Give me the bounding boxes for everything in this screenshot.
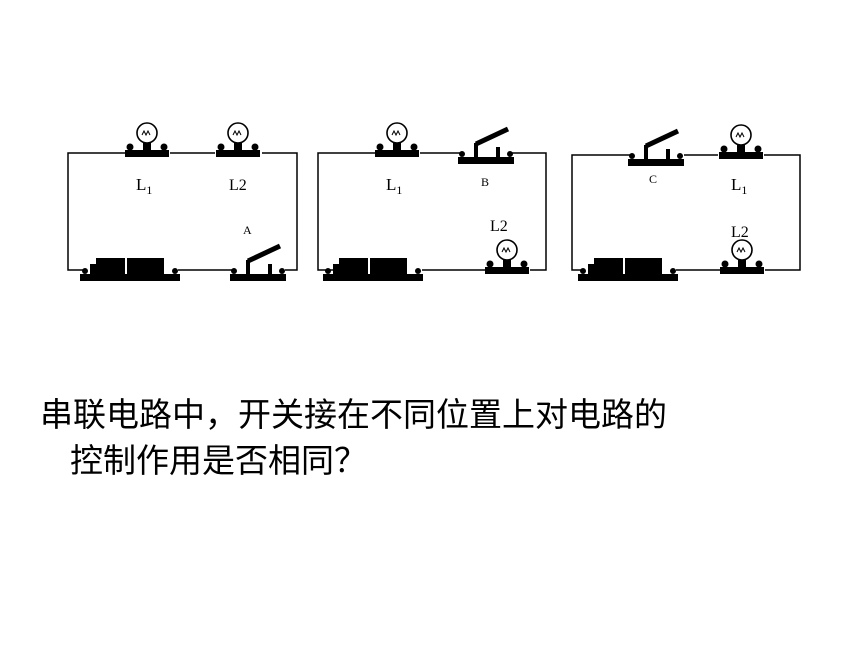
question-text: 串联电路中，开关接在不同位置上对电路的 控制作用是否相同？	[40, 392, 840, 484]
wire	[317, 152, 375, 271]
label-l1: L1	[386, 175, 402, 197]
label-l2: L2	[731, 224, 749, 241]
switch-icon	[628, 131, 684, 166]
label-switch: B	[481, 175, 489, 189]
bulb-l2-icon	[719, 239, 765, 275]
label-switch: A	[243, 223, 252, 237]
wire	[571, 154, 630, 271]
label-l2: L2	[490, 218, 508, 235]
circuit-c: C L1 L2	[571, 124, 801, 282]
label-l1: L1	[731, 175, 747, 197]
circuit-b: L1 B L2	[317, 122, 547, 282]
bulb-l1-icon	[718, 124, 764, 160]
switch-icon	[230, 246, 286, 281]
wire	[262, 152, 298, 271]
label-l2: L2	[229, 177, 247, 194]
label-l1: L1	[136, 175, 152, 197]
wire	[67, 152, 125, 271]
question-line-2: 控制作用是否相同？	[70, 441, 367, 480]
question-line-1: 串联电路中，开关接在不同位置上对电路的	[40, 395, 667, 434]
bulb-l1-icon	[374, 122, 420, 158]
wire	[512, 152, 547, 271]
circuit-a: L1 L2 A	[67, 122, 298, 282]
switch-icon	[458, 129, 514, 164]
battery-icon	[577, 257, 679, 282]
bulb-l2-icon	[215, 122, 261, 158]
battery-icon	[79, 257, 181, 282]
label-switch: C	[649, 172, 657, 186]
battery-icon	[322, 257, 424, 282]
wire	[764, 154, 801, 271]
bulb-l2-icon	[484, 239, 530, 275]
bulb-l1-icon	[124, 122, 170, 158]
